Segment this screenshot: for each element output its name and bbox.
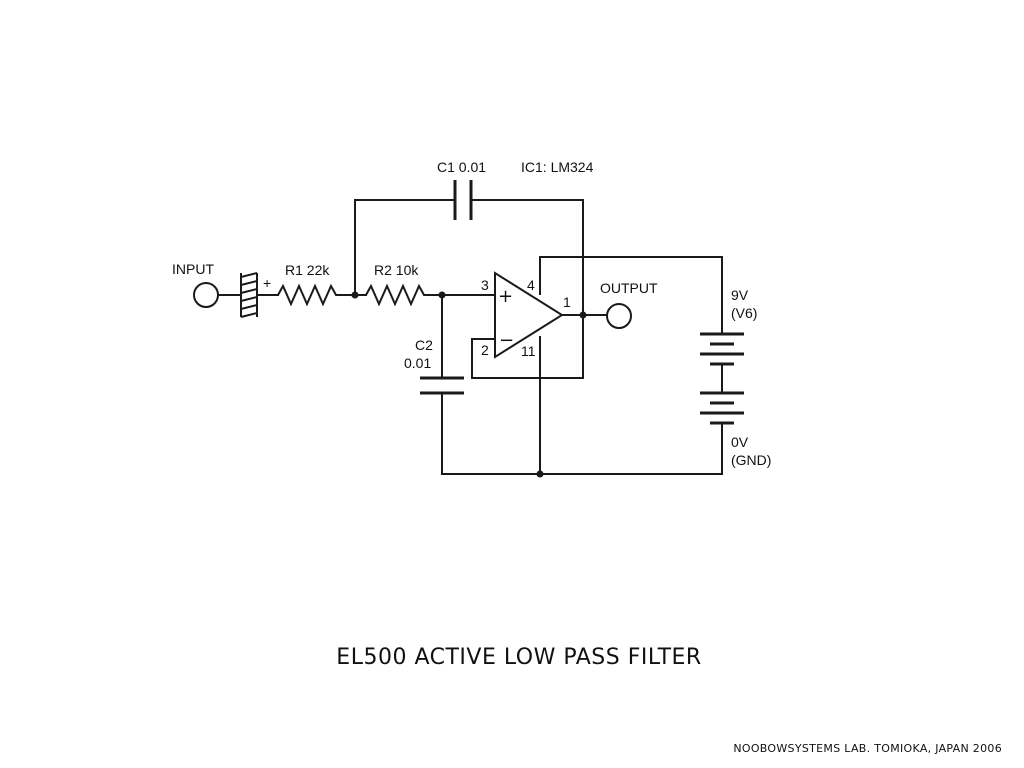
junction-dot-r1-r2 bbox=[351, 291, 359, 299]
c1-label: C1 0.01 bbox=[437, 159, 486, 175]
supply-top-label-line2: (V6) bbox=[731, 305, 757, 321]
pin-3-label: 3 bbox=[481, 277, 489, 293]
c2-label-line2: 0.01 bbox=[404, 355, 431, 371]
output-terminal bbox=[606, 303, 632, 329]
pin-4-label: 4 bbox=[527, 277, 535, 293]
junction-dot-output bbox=[579, 311, 587, 319]
resistor-r2 bbox=[365, 283, 428, 307]
c2-label-line1: C2 bbox=[415, 337, 433, 353]
junction-dot-ground bbox=[536, 470, 544, 478]
pin-1-label: 1 bbox=[563, 294, 571, 310]
r2-label: R2 10k bbox=[374, 262, 419, 278]
pin-11-label: 11 bbox=[521, 343, 536, 359]
credit-line: NOOBOWSYSTEMS LAB. TOMIOKA, JAPAN 2006 bbox=[733, 742, 1002, 755]
output-label: OUTPUT bbox=[600, 280, 658, 296]
supply-bottom-label-line2: (GND) bbox=[731, 452, 771, 468]
wire-c1-left bbox=[354, 199, 456, 296]
supply-top-label-line1: 9V bbox=[731, 287, 749, 303]
r1-label: R1 22k bbox=[285, 262, 330, 278]
wires bbox=[217, 199, 723, 475]
wire-pin4-vplus bbox=[539, 256, 723, 335]
diagram-title: EL500 ACTIVE LOW PASS FILTER bbox=[336, 645, 701, 670]
opamp-symbol bbox=[494, 271, 564, 359]
input-capacitor bbox=[240, 272, 258, 318]
pin-2-label: 2 bbox=[481, 342, 489, 358]
input-capacitor-polarity: + bbox=[263, 275, 271, 291]
wire-c1-right bbox=[470, 199, 584, 316]
opamp-minus-sign: − bbox=[499, 330, 514, 351]
opamp-plus-sign: + bbox=[498, 286, 513, 307]
wire-neg-feedback bbox=[471, 314, 584, 379]
junction-dot-r2-c2 bbox=[438, 291, 446, 299]
supply-bottom-label-line1: 0V bbox=[731, 434, 749, 450]
resistor-r1 bbox=[277, 283, 340, 307]
input-terminal bbox=[193, 282, 219, 308]
battery-symbol bbox=[700, 332, 744, 425]
input-label: INPUT bbox=[172, 261, 214, 277]
ic-label: IC1: LM324 bbox=[521, 159, 594, 175]
